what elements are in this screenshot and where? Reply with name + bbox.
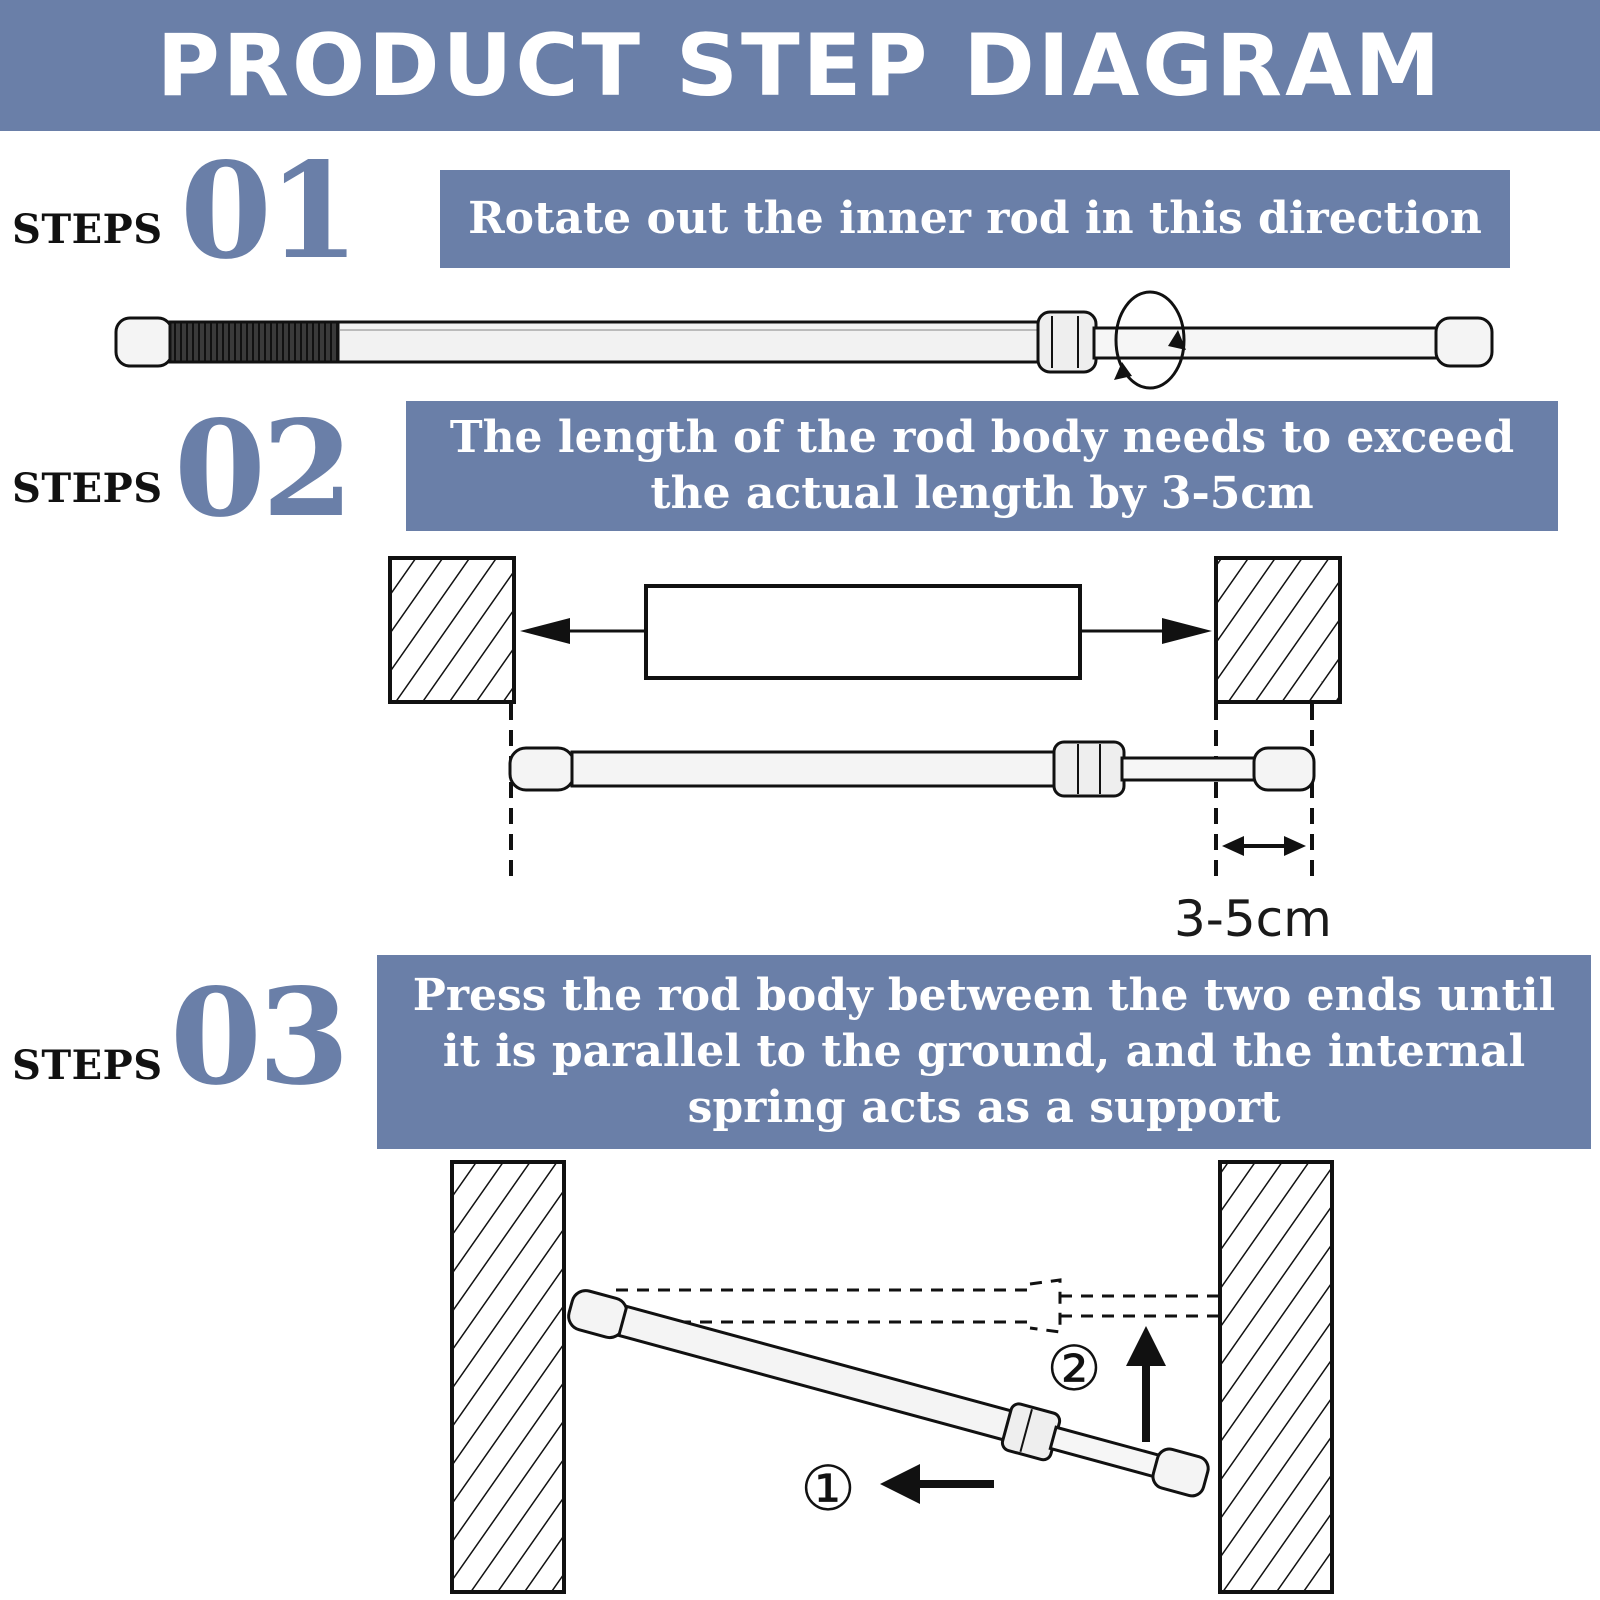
arrow-right-icon <box>1080 618 1212 644</box>
step-2-diagram <box>388 556 1342 884</box>
rod2-tube <box>570 750 1058 788</box>
step-1-label: STEPS <box>12 206 163 253</box>
rod-right-cap <box>1434 316 1494 368</box>
rod2-inner <box>1120 756 1258 782</box>
marker-1: ① <box>800 1452 856 1525</box>
step-3-text: Press the rod body between the two ends … <box>412 969 1556 1134</box>
arrow-up-icon <box>1126 1326 1166 1442</box>
double-arrow-icon <box>1222 836 1306 856</box>
step-3-diagram <box>450 1160 1334 1594</box>
step-2-text: The length of the rod body needs to exce… <box>449 411 1515 519</box>
step-1-rod <box>114 290 1494 390</box>
left-wall-tall <box>450 1160 566 1594</box>
rod2-right-cap <box>1252 746 1316 792</box>
rod-spring <box>168 320 342 364</box>
step-1-number: 01 <box>180 134 360 289</box>
step-3-number: 03 <box>170 960 350 1115</box>
page-title: PRODUCT STEP DIAGRAM <box>156 15 1444 116</box>
step-2-number: 02 <box>174 392 354 547</box>
step-2-label: STEPS <box>12 465 163 512</box>
step-3-banner: Press the rod body between the two ends … <box>377 955 1591 1149</box>
rod-inner <box>1092 326 1442 360</box>
dimension-label: 3-5cm <box>1174 890 1332 948</box>
rod2-collar <box>1052 740 1126 798</box>
right-wall-tall <box>1218 1160 1334 1594</box>
arrow-left-push-icon <box>880 1464 994 1504</box>
target-rod-outline <box>616 1278 1218 1334</box>
step-2-banner: The length of the rod body needs to exce… <box>406 401 1558 531</box>
step-1-text: Rotate out the inner rod in this directi… <box>468 192 1482 244</box>
step-1-banner: Rotate out the inner rod in this directi… <box>440 170 1510 268</box>
marker-2: ② <box>1046 1332 1102 1405</box>
step-3-label: STEPS <box>12 1042 163 1089</box>
space-box <box>644 584 1082 680</box>
rod-main-tube <box>336 320 1042 364</box>
left-wall <box>388 556 516 704</box>
arrow-left-icon <box>520 618 646 644</box>
rod2-left-cap <box>508 746 576 792</box>
tilted-rod <box>567 1289 1210 1498</box>
header-banner: PRODUCT STEP DIAGRAM <box>0 0 1600 131</box>
rod-collar <box>1036 310 1098 374</box>
rod-left-cap <box>114 316 174 368</box>
rotate-arrow-icon <box>1114 290 1186 390</box>
right-wall <box>1214 556 1342 704</box>
